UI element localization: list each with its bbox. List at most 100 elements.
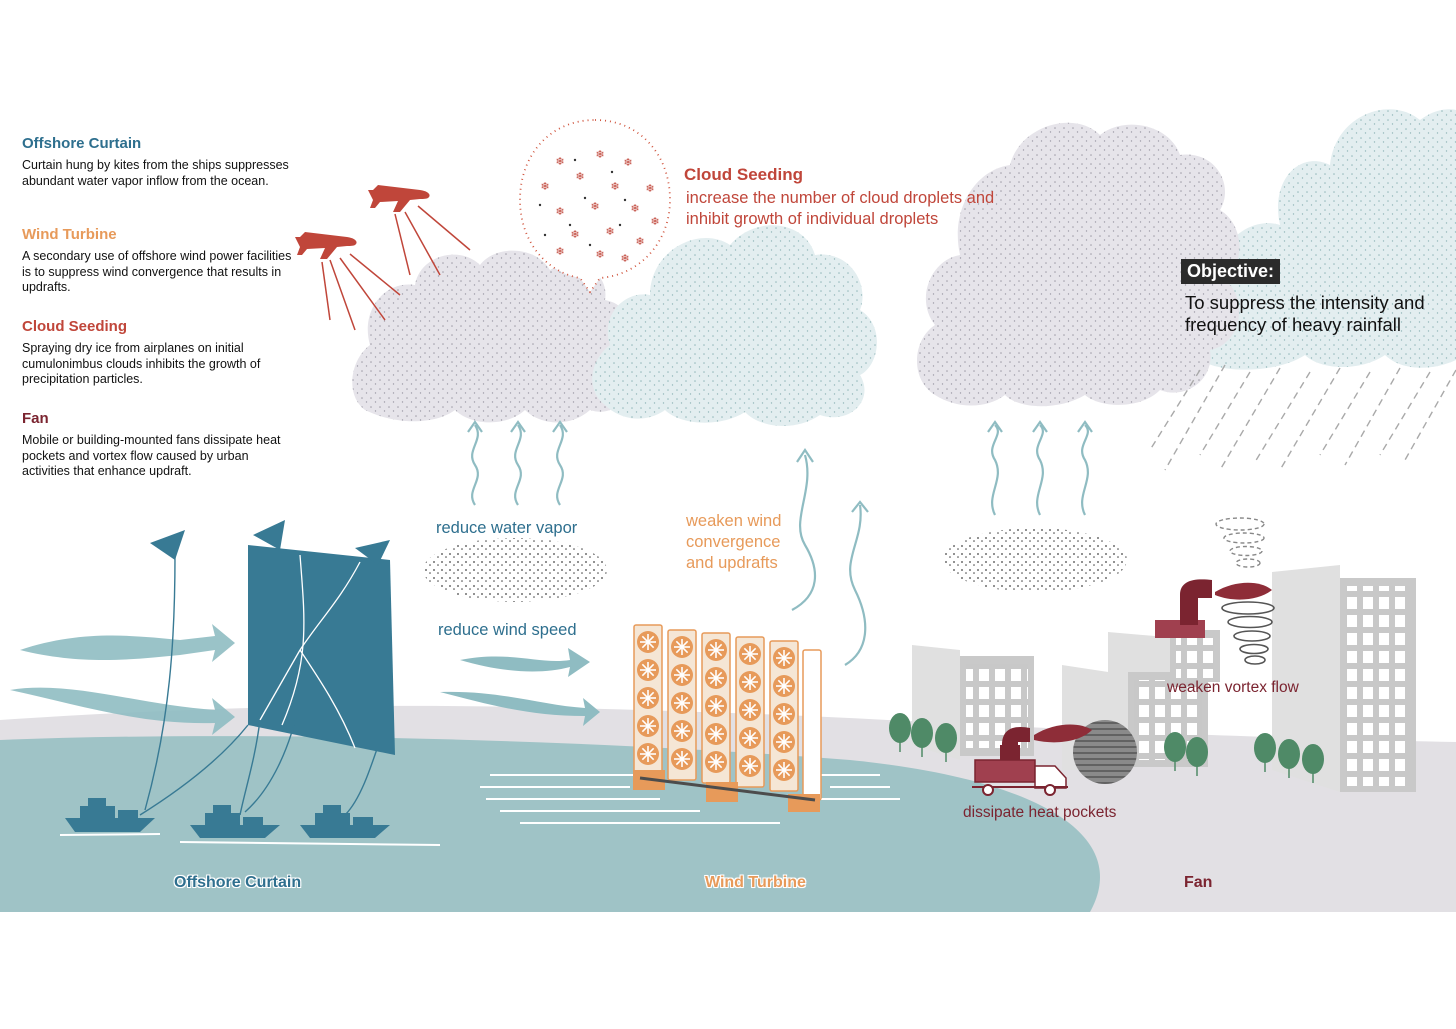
legend-text: Mobile or building-mounted fans dissipat… [22, 433, 281, 478]
legend-wind-turbine: Wind Turbine A secondary use of offshore… [22, 226, 292, 296]
reduce-wind-speed-label: reduce wind speed [438, 621, 577, 639]
rotor-blade [777, 763, 791, 777]
turbine-rotors [637, 631, 795, 781]
rotor-blade [743, 675, 757, 689]
rotor-blade [709, 727, 723, 741]
updraft-arrows [467, 420, 1093, 666]
rotor-blade [743, 647, 757, 661]
rotor-blade [675, 724, 689, 738]
fan-truck-icon [972, 724, 1092, 796]
rotor-blade [743, 731, 757, 745]
vapor-dots-right [943, 528, 1127, 592]
vapor-dots-left [423, 538, 607, 602]
cloud-seeding-line1: increase the number of cloud droplets an… [686, 189, 995, 207]
kite-icon [150, 520, 390, 565]
legend-title: Fan [22, 410, 49, 427]
svg-text:❄: ❄ [555, 245, 564, 258]
rotor-blade [709, 699, 723, 713]
rotor-blade [777, 679, 791, 693]
legend-cloud-seeding: Cloud Seeding Spraying dry ice from airp… [22, 318, 292, 388]
rotor-blade [743, 703, 757, 717]
rotor-blade [641, 747, 655, 761]
svg-text:❄: ❄ [595, 248, 604, 261]
weaken-wind-label-2: convergence [686, 533, 781, 551]
svg-text:❄: ❄ [570, 228, 579, 241]
rotor-blade [641, 719, 655, 733]
airplane-icon [295, 232, 357, 259]
rain-streaks [1149, 364, 1456, 471]
rotor-blade [777, 735, 791, 749]
cloud-middle-teal [592, 225, 877, 427]
legend-title: Offshore Curtain [22, 135, 142, 152]
legend-fan: Fan Mobile or building-mounted fans diss… [22, 410, 292, 480]
bottom-label-fan: Fan [1184, 874, 1213, 891]
svg-text:❄: ❄ [610, 180, 619, 193]
objective-badge: Objective: [1181, 259, 1281, 284]
spray-lines [321, 205, 471, 331]
svg-text:❄: ❄ [575, 170, 584, 183]
legend-title: Cloud Seeding [22, 318, 127, 335]
bottom-label-wind-turbine: Wind Turbine [705, 874, 806, 891]
wind-turbine-array [633, 624, 822, 812]
city-buildings [912, 565, 1416, 792]
vortex-faded-icon [1215, 517, 1265, 568]
seeding-bubble: ❄❄❄ ❄❄❄ ❄❄❄ ❄❄❄ ❄❄❄ ❄❄ [519, 119, 671, 294]
svg-text:❄: ❄ [540, 180, 549, 193]
objective-line1: To suppress the intensity and [1185, 292, 1425, 313]
rotor-blade [641, 635, 655, 649]
kite-lines [139, 554, 381, 816]
svg-text:❄: ❄ [620, 252, 629, 265]
svg-text:❄: ❄ [590, 200, 599, 213]
rotor-blade [641, 691, 655, 705]
svg-text:❄: ❄ [630, 202, 639, 215]
vortex-icon [1221, 601, 1275, 665]
rotor-blade [743, 759, 757, 773]
water-ripples [480, 774, 900, 824]
cloud-seeding-line2: inhibit growth of individual droplets [686, 210, 939, 228]
svg-text:❄: ❄ [650, 215, 659, 228]
ship-icon [65, 798, 390, 838]
svg-text:❄: ❄ [645, 182, 654, 195]
airplane-icon [368, 185, 430, 212]
legend-offshore-curtain: Offshore Curtain Curtain hung by kites f… [22, 135, 292, 189]
svg-text:❄: ❄ [595, 148, 604, 161]
rotor-blade [675, 752, 689, 766]
fan-icon [1155, 579, 1272, 638]
rotor-blade [675, 640, 689, 654]
offshore-curtain [248, 545, 395, 755]
legend-text: Spraying dry ice from airplanes on initi… [22, 341, 261, 386]
cloud-right-teal [1189, 109, 1456, 370]
reduce-water-vapor-label: reduce water vapor [436, 519, 578, 537]
rotor-blade [709, 671, 723, 685]
rotor-blade [675, 668, 689, 682]
rotor-blade [777, 707, 791, 721]
bottom-label-offshore-curtain: Offshore Curtain [174, 874, 302, 891]
weaken-wind-label-1: weaken wind [686, 512, 782, 530]
rotor-blade [675, 696, 689, 710]
svg-text:❄: ❄ [605, 225, 614, 238]
wind-arrows [10, 624, 600, 735]
weaken-vortex-label: weaken vortex flow [1167, 679, 1299, 696]
rotor-blade [641, 663, 655, 677]
dissipate-heat-label: dissipate heat pockets [963, 804, 1117, 821]
objective-line2: frequency of heavy rainfall [1185, 314, 1401, 335]
legend-text: Curtain hung by kites from the ships sup… [22, 158, 289, 188]
svg-text:❄: ❄ [555, 205, 564, 218]
legend-title: Wind Turbine [22, 226, 117, 243]
cloud-right-gray [916, 122, 1240, 407]
svg-text:❄: ❄ [623, 156, 632, 169]
rotor-blade [777, 651, 791, 665]
trees [889, 713, 1324, 783]
weaken-wind-label-3: and updrafts [686, 554, 778, 572]
svg-text:❄: ❄ [635, 235, 644, 248]
heat-pocket [1073, 720, 1137, 784]
cloud-left-gray [352, 250, 632, 423]
wake-lines [59, 833, 441, 846]
rotor-blade [709, 643, 723, 657]
svg-text:❄: ❄ [555, 155, 564, 168]
sea [0, 736, 1100, 912]
legend-text: A secondary use of offshore wind power f… [22, 249, 292, 294]
rotor-blade [709, 755, 723, 769]
cloud-seeding-title: Cloud Seeding [684, 165, 803, 184]
